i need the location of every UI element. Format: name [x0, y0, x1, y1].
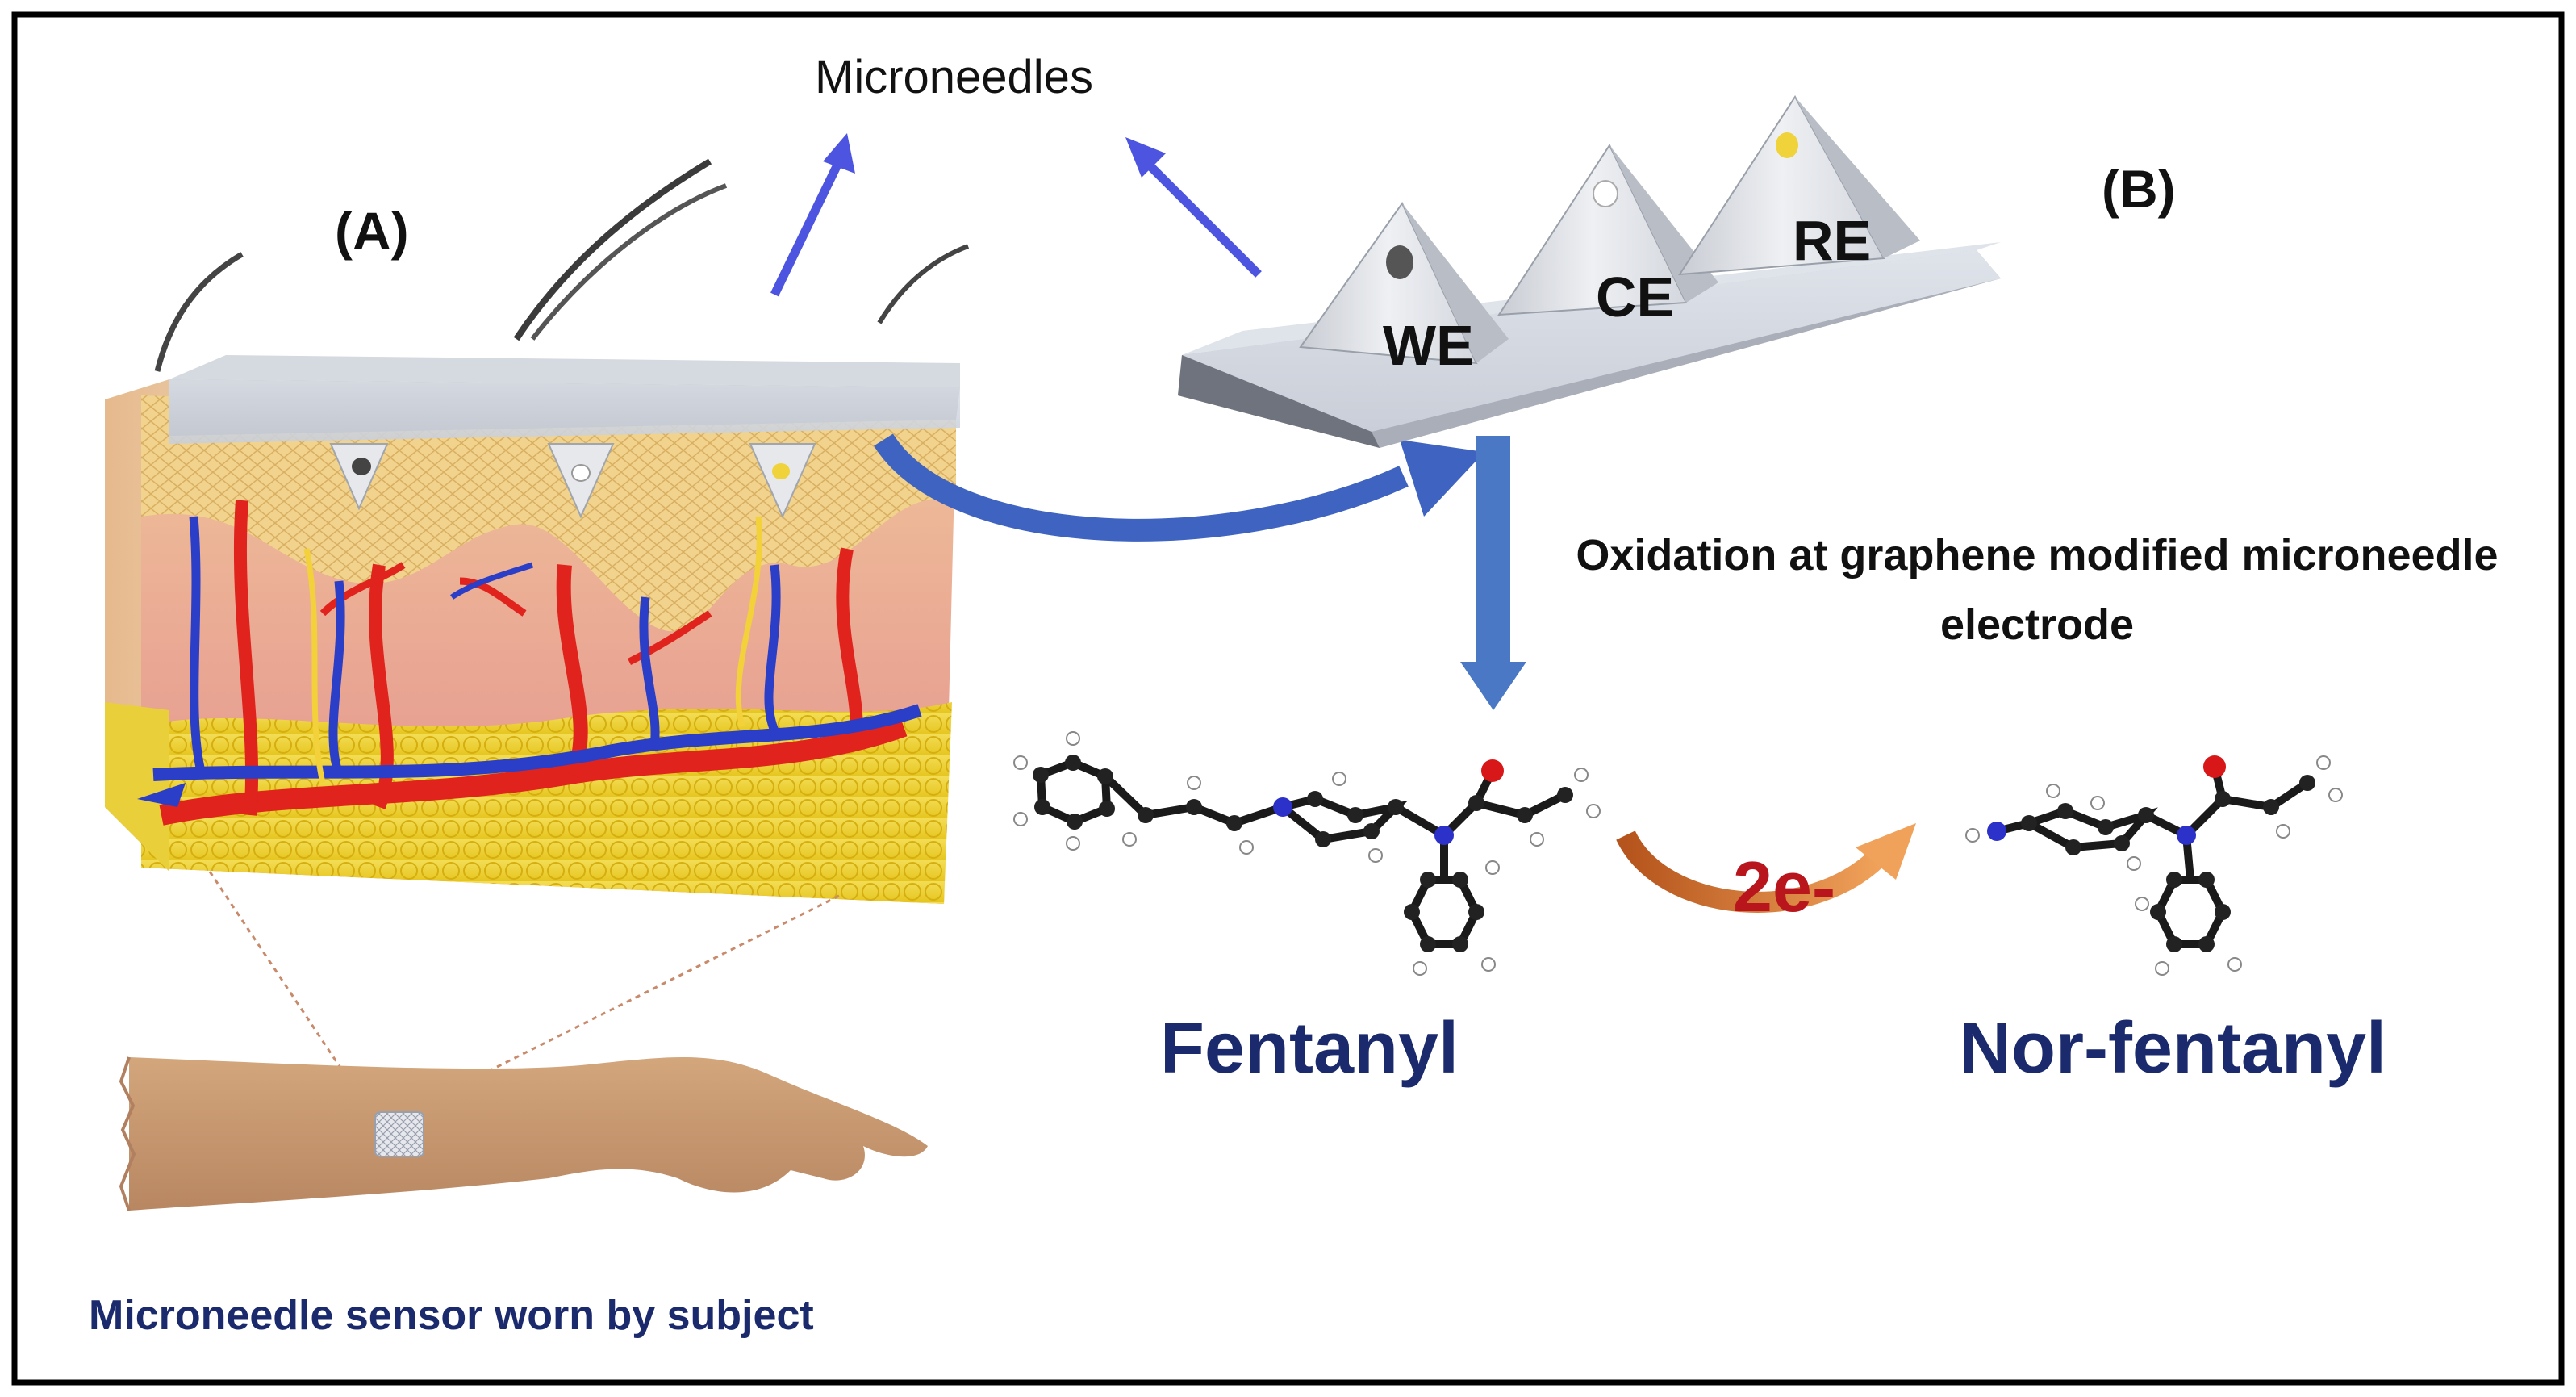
curved-transfer-arrow — [874, 433, 1484, 542]
electron-transfer-arrow — [1616, 823, 1916, 913]
sensor-caption: Microneedle sensor worn by subject — [89, 1292, 814, 1339]
re-contact-dot — [1776, 132, 1798, 158]
skin-cross-section — [105, 158, 970, 904]
we-label: WE — [1383, 314, 1474, 377]
we-contact-dot — [1386, 245, 1413, 279]
nor-fentanyl-molecule — [1993, 763, 2311, 948]
ce-label: CE — [1596, 266, 1675, 328]
oxidation-down-arrow — [1460, 436, 1526, 710]
microneedle-patch-on-skin — [169, 355, 960, 519]
microneedle-electrode — [1178, 95, 2001, 448]
re-label: RE — [1793, 209, 1872, 272]
ce-contact-dot — [1593, 180, 1618, 207]
hair — [154, 251, 244, 372]
panel-a-label: (A) — [335, 201, 409, 261]
electron-label: 2e- — [1733, 847, 1836, 926]
vein — [152, 704, 922, 781]
microneedles-pointer-arrows — [770, 133, 1262, 297]
nor-fentanyl-label: Nor-fentanyl — [1959, 1008, 2387, 1089]
microneedles-label: Microneedles — [815, 51, 1093, 103]
figure-frame — [11, 11, 2565, 1386]
nor-fentanyl-atoms — [1965, 755, 2343, 976]
zoom-line — [208, 871, 357, 1090]
arm-with-sensor — [119, 1056, 928, 1211]
artery — [159, 716, 908, 826]
fentanyl-molecule — [1036, 758, 1569, 948]
sensor-patch — [374, 1111, 424, 1157]
fentanyl-atoms — [1013, 731, 1601, 976]
fentanyl-label: Fentanyl — [1160, 1008, 1459, 1089]
oxidation-caption: Oxidation at graphene modified microneed… — [1576, 531, 2499, 649]
panel-b-label: (B) — [2102, 159, 2176, 219]
